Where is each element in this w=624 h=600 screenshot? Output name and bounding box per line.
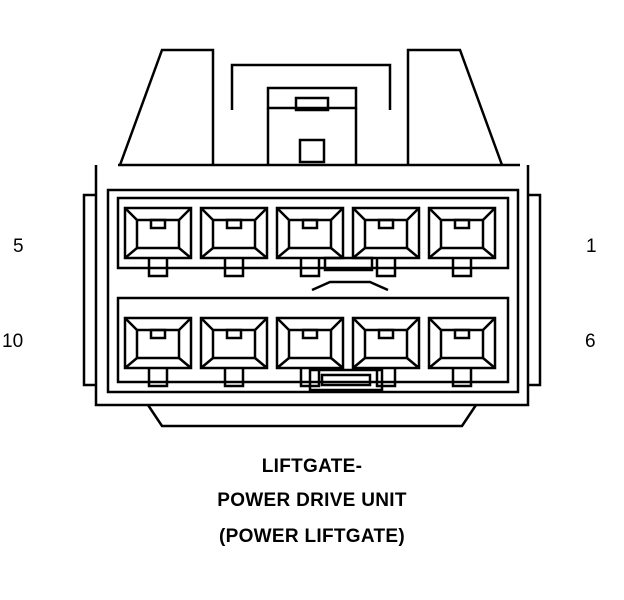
terminal-cavity-7 xyxy=(351,316,421,388)
terminal-cavity-10 xyxy=(123,316,193,388)
caption-line-3: (POWER LIFTGATE) xyxy=(219,526,405,547)
terminal-cavity-8 xyxy=(275,316,345,388)
pin-label-1: 1 xyxy=(586,236,597,257)
pin-label-10: 10 xyxy=(2,331,24,352)
cavity-frames xyxy=(116,196,510,392)
pin-label-6: 6 xyxy=(585,331,596,352)
caption-line-2: POWER DRIVE UNIT xyxy=(217,490,407,511)
caption-line-1: LIFTGATE- xyxy=(261,456,363,477)
terminal-cavity-4 xyxy=(199,206,269,278)
pin-label-5: 5 xyxy=(13,236,24,257)
connector-latch xyxy=(118,48,520,167)
connector-body xyxy=(82,165,542,428)
terminal-cavity-5 xyxy=(123,206,193,278)
terminal-cavity-2 xyxy=(351,206,421,278)
terminal-cavity-3 xyxy=(275,206,345,278)
terminal-cavity-9 xyxy=(199,316,269,388)
terminal-cavity-6 xyxy=(427,316,497,388)
terminal-cavity-1 xyxy=(427,206,497,278)
terminal-cavities xyxy=(123,206,497,388)
